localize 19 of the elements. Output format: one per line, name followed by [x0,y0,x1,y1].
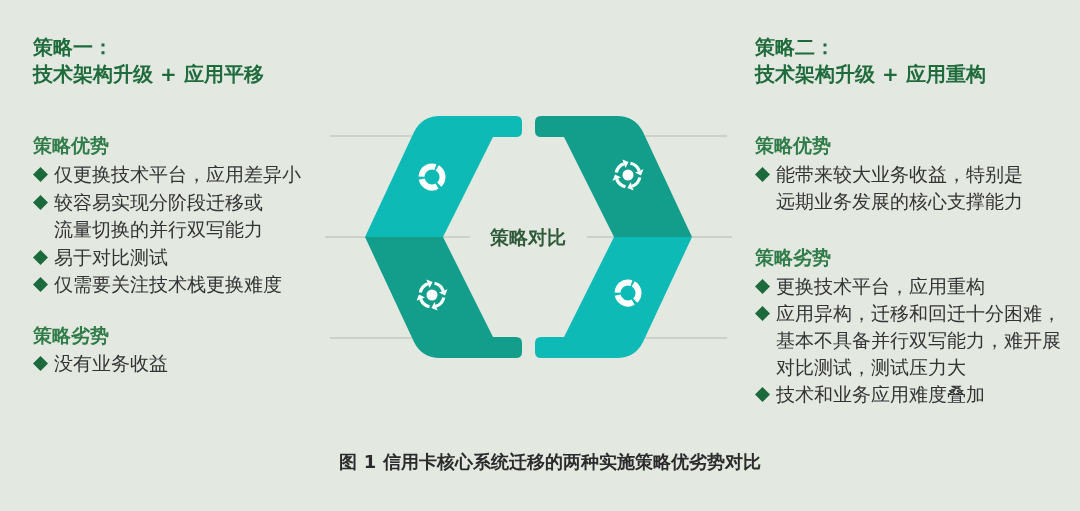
strategy-subtitle: 技术架构升级 + 应用平移 [33,61,264,88]
figure-caption: 图 1 信用卡核心系统迁移的两种实施策略优劣势对比 [339,450,761,474]
bullet-text: 仅需要关注技术栈更换难度 [54,272,282,297]
bullet-text: 更换技术平台，应用重构 [776,274,985,299]
section-heading: 策略优势 [33,133,109,158]
bullet-text: 易于对比测试 [54,245,168,270]
strategy-heading: 策略二： [755,34,835,61]
strategy-heading: 策略一： [33,34,113,61]
strategy-subtitle: 技术架构升级 + 应用重构 [755,61,986,88]
section-heading: 策略劣势 [33,323,109,348]
bullet-text: 技术和业务应用难度叠加 [776,382,985,407]
section-heading: 策略优势 [755,133,831,158]
bullet-text: 仅更换技术平台，应用差异小 [54,162,301,187]
bullet-text: 较容易实现分阶段迁移或流量切换的并行双写能力 [54,190,264,242]
bullet-text: 没有业务收益 [54,351,168,376]
center-label: 策略对比 [490,224,566,250]
bullet-text: 能带来较大业务收益，特别是远期业务发展的核心支撑能力 [776,162,1024,214]
bullet-text: 应用异构，迁移和回迁十分困难，基本不具备并行双写能力，难开展对比测试，测试压力大 [776,301,1062,380]
section-heading: 策略劣势 [755,245,831,270]
